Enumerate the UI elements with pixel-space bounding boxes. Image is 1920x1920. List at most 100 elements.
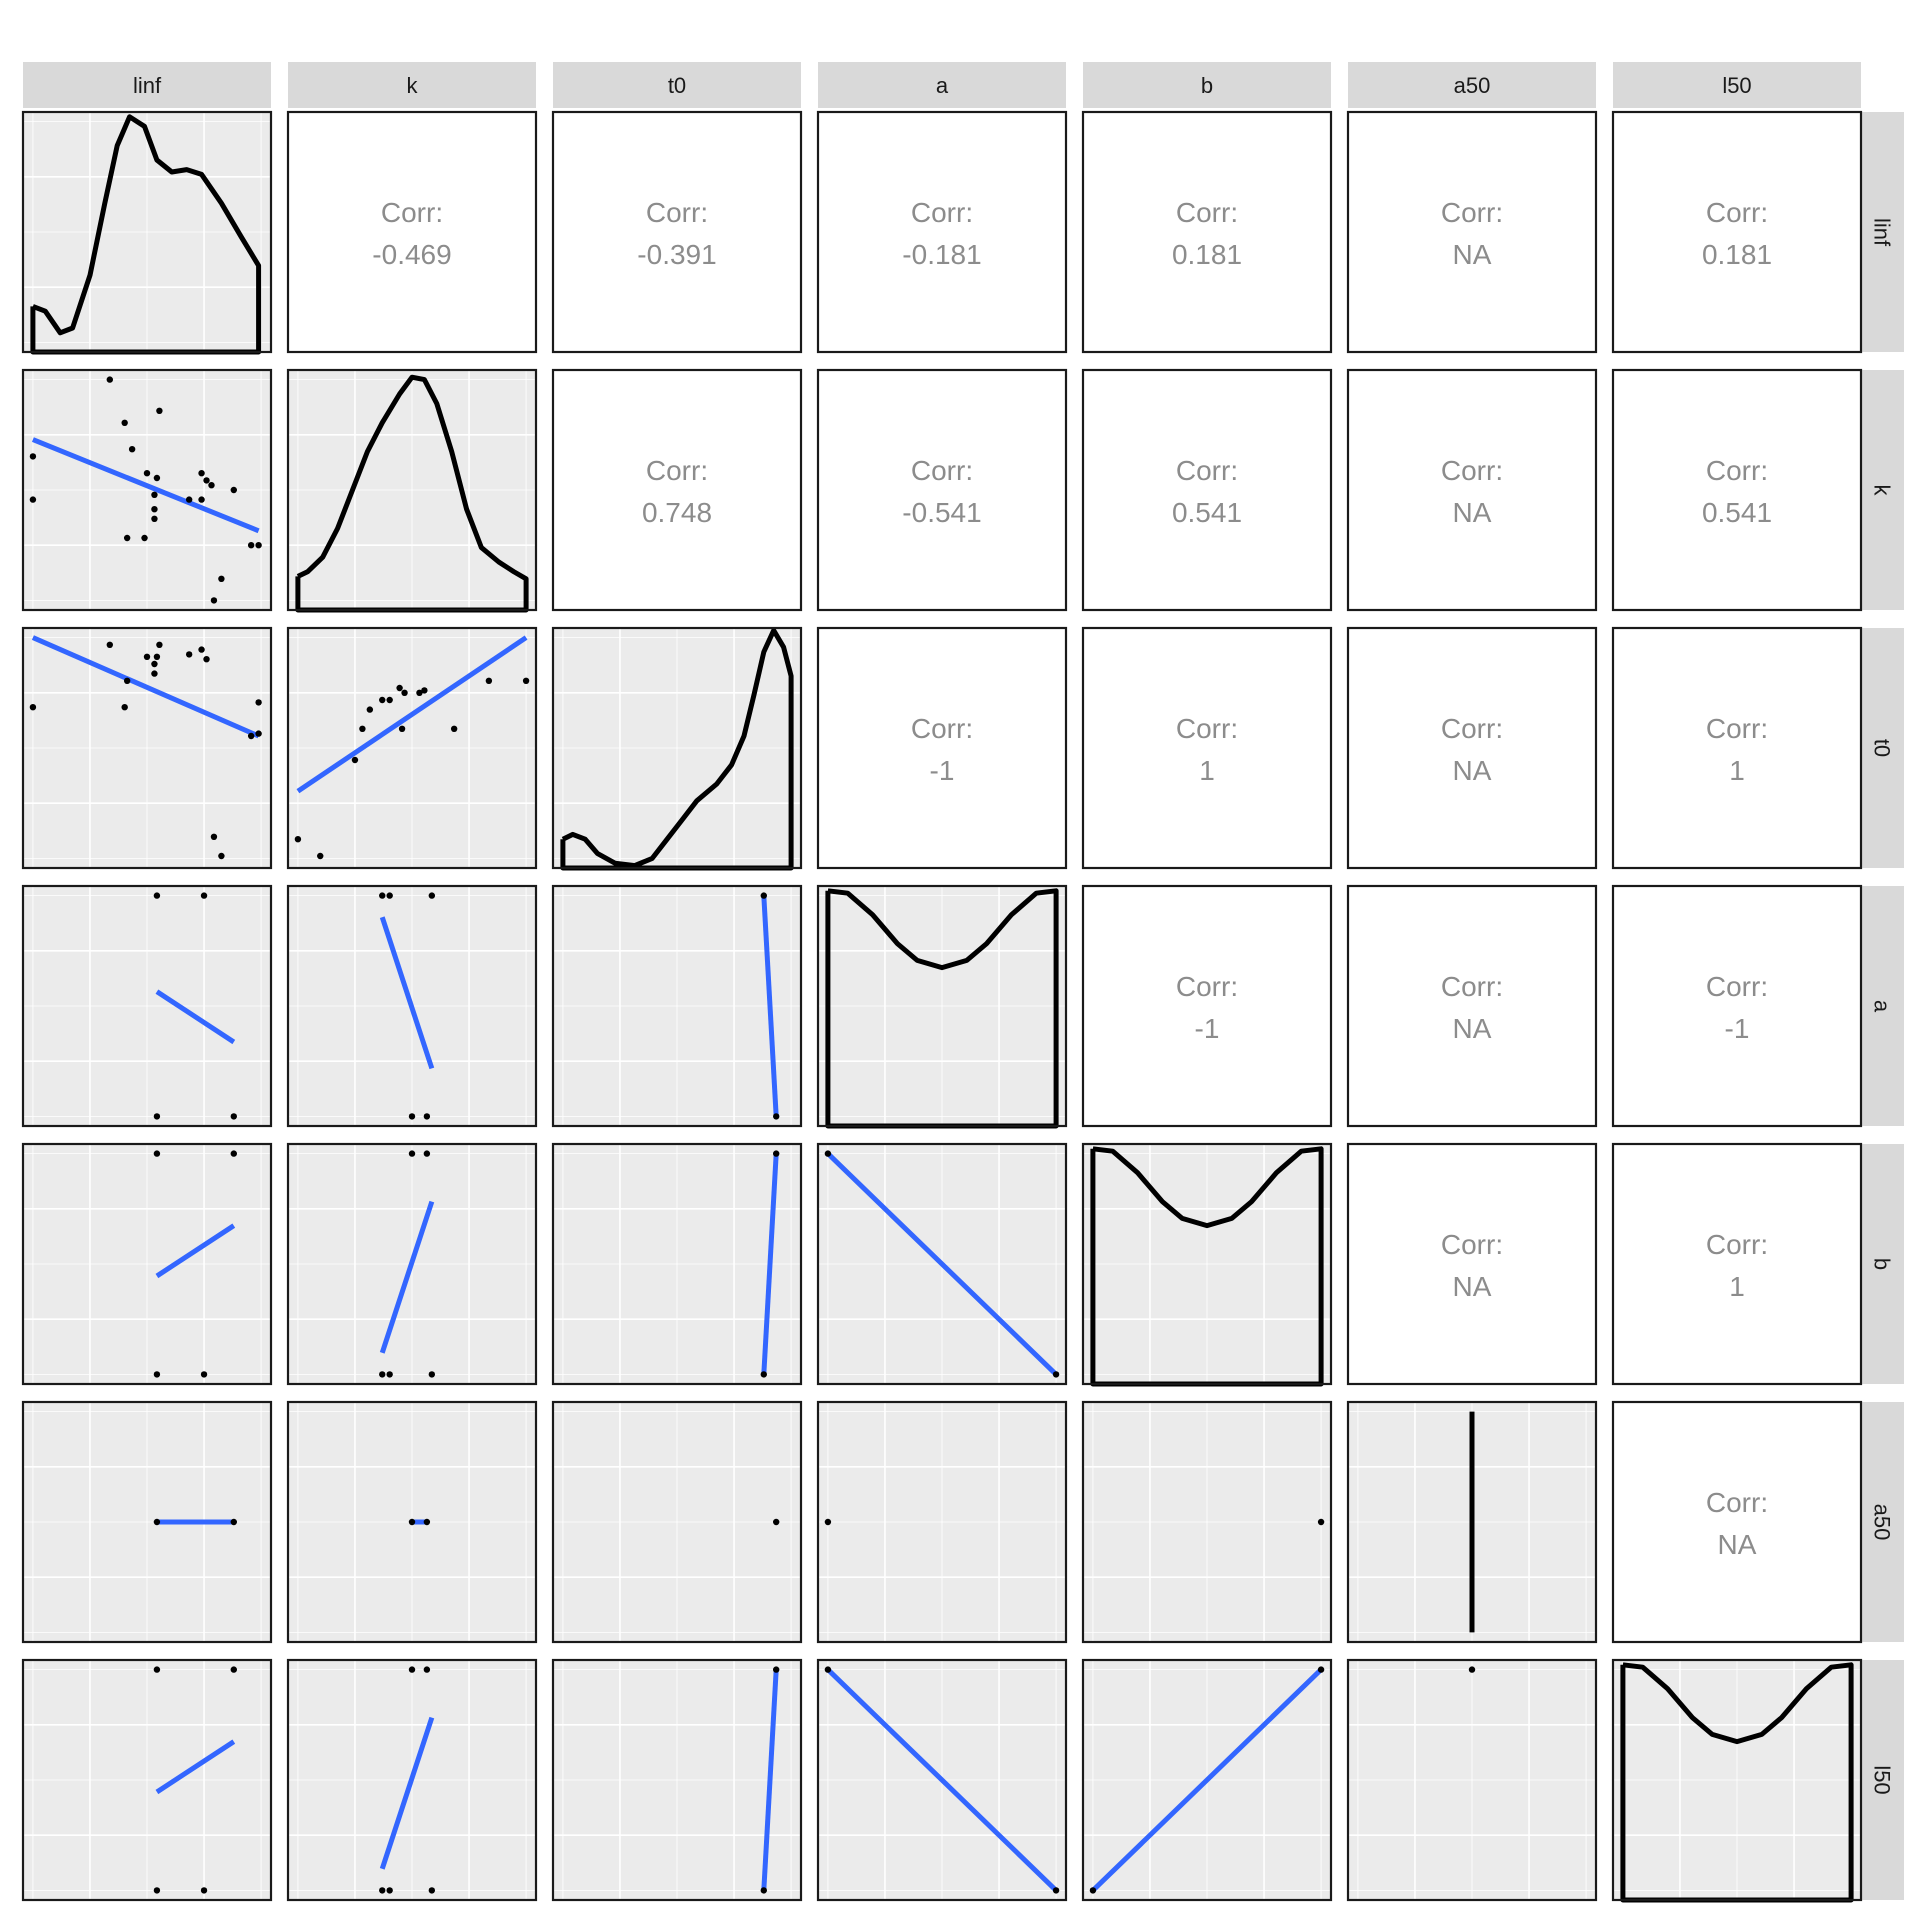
panel-border	[21, 1142, 273, 1386]
column-strip-label: linf	[133, 73, 162, 98]
data-point	[143, 653, 151, 660]
regression-line	[31, 635, 260, 739]
data-point	[151, 660, 158, 668]
corr-label: Corr:	[1441, 1229, 1503, 1260]
data-point	[210, 833, 218, 840]
regression-line	[155, 989, 236, 1045]
data-point	[230, 1150, 237, 1157]
corr-label: Corr:	[1706, 713, 1768, 744]
data-point	[185, 651, 193, 658]
data-point	[428, 1371, 436, 1378]
data-point	[198, 496, 205, 503]
data-point	[408, 1113, 416, 1120]
data-point	[1089, 1887, 1097, 1894]
row-strip-label: l50	[1870, 1765, 1895, 1794]
panel-k-a: Corr:-0.541	[816, 368, 1068, 612]
density-curve-a	[825, 888, 1059, 1129]
panel-background	[1613, 1144, 1861, 1384]
row-strip-bg	[1860, 112, 1904, 352]
panel-border	[286, 1142, 538, 1386]
row-strip-t0: t0	[1860, 628, 1904, 868]
regression-line	[155, 1223, 236, 1279]
data-point	[351, 756, 359, 764]
data-point	[141, 534, 148, 542]
panel-background	[1348, 1144, 1596, 1384]
data-point	[760, 1887, 767, 1894]
data-point	[824, 1150, 832, 1157]
corr-value: 0.748	[642, 497, 712, 528]
row-strip-linf: linf	[1860, 112, 1904, 352]
corr-label: Corr:	[1176, 455, 1238, 486]
corr-value: 1	[1729, 1271, 1745, 1302]
data-point	[29, 496, 37, 503]
data-point	[522, 677, 530, 684]
density-curve-linf	[30, 114, 262, 355]
row-strip-a50: a50	[1860, 1402, 1904, 1642]
panel-a50-l50: Corr:NA	[1611, 1400, 1863, 1644]
panel-background	[1613, 628, 1861, 868]
data-point	[408, 1518, 416, 1526]
regression-line	[379, 1716, 435, 1870]
corr-value: 1	[1729, 755, 1745, 786]
corr-label: Corr:	[1176, 971, 1238, 1002]
panel-border	[21, 1400, 273, 1644]
panel-border	[1346, 1658, 1598, 1902]
data-point	[247, 542, 255, 549]
panel-t0-t0	[551, 626, 803, 871]
panel-a50-a50	[1346, 1400, 1598, 1644]
data-point	[151, 670, 158, 677]
panel-border	[816, 110, 1068, 354]
panel-l50-a50	[1346, 1658, 1598, 1902]
panel-border	[551, 1658, 803, 1902]
panel-background	[288, 112, 536, 352]
panel-border	[1081, 626, 1333, 870]
panel-border	[1611, 884, 1863, 1128]
corr-value: NA	[1718, 1529, 1757, 1560]
panel-border	[1346, 626, 1598, 870]
corr-value: -0.181	[902, 239, 981, 270]
data-point	[1317, 1666, 1325, 1673]
data-point	[255, 730, 262, 737]
panel-background	[553, 370, 801, 610]
panel-k-a50: Corr:NA	[1346, 368, 1598, 612]
data-point	[200, 1887, 208, 1894]
panel-border	[1346, 1400, 1598, 1644]
corr-value: NA	[1453, 1271, 1492, 1302]
panel-linf-b: Corr:0.181	[1081, 110, 1333, 354]
corr-label: Corr:	[1706, 971, 1768, 1002]
data-point	[386, 1371, 393, 1378]
panel-background	[1348, 370, 1596, 610]
panel-border	[1081, 1142, 1333, 1386]
panel-a-t0	[551, 884, 803, 1128]
density-curve-k	[295, 374, 529, 613]
data-point	[773, 1150, 780, 1157]
panel-a50-linf	[21, 1400, 273, 1644]
corr-label: Corr:	[1441, 197, 1503, 228]
panel-linf-l50: Corr:0.181	[1611, 110, 1863, 354]
data-point	[423, 1518, 431, 1526]
corr-value: 0.541	[1702, 497, 1772, 528]
regression-line	[1091, 1667, 1323, 1893]
panel-border	[1346, 1142, 1598, 1386]
column-strip-label: l50	[1722, 73, 1751, 98]
data-point	[203, 656, 210, 663]
panel-l50-a	[816, 1658, 1068, 1902]
data-point	[379, 892, 386, 899]
data-point	[123, 534, 131, 542]
data-point	[123, 677, 131, 684]
data-point	[230, 486, 237, 494]
panel-a50-a	[816, 1400, 1068, 1644]
row-strip-k: k	[1860, 370, 1904, 610]
panel-border	[1611, 110, 1863, 354]
regression-line	[31, 437, 260, 534]
column-strip-bg	[553, 62, 801, 108]
data-point	[386, 892, 393, 899]
panel-background	[1348, 886, 1596, 1126]
panel-border	[286, 884, 538, 1128]
row-strip-label: k	[1870, 485, 1895, 497]
data-point	[230, 1518, 237, 1526]
panel-border	[816, 626, 1068, 870]
corr-value: -0.391	[637, 239, 716, 270]
panel-background	[1348, 112, 1596, 352]
panel-border	[1346, 110, 1598, 354]
